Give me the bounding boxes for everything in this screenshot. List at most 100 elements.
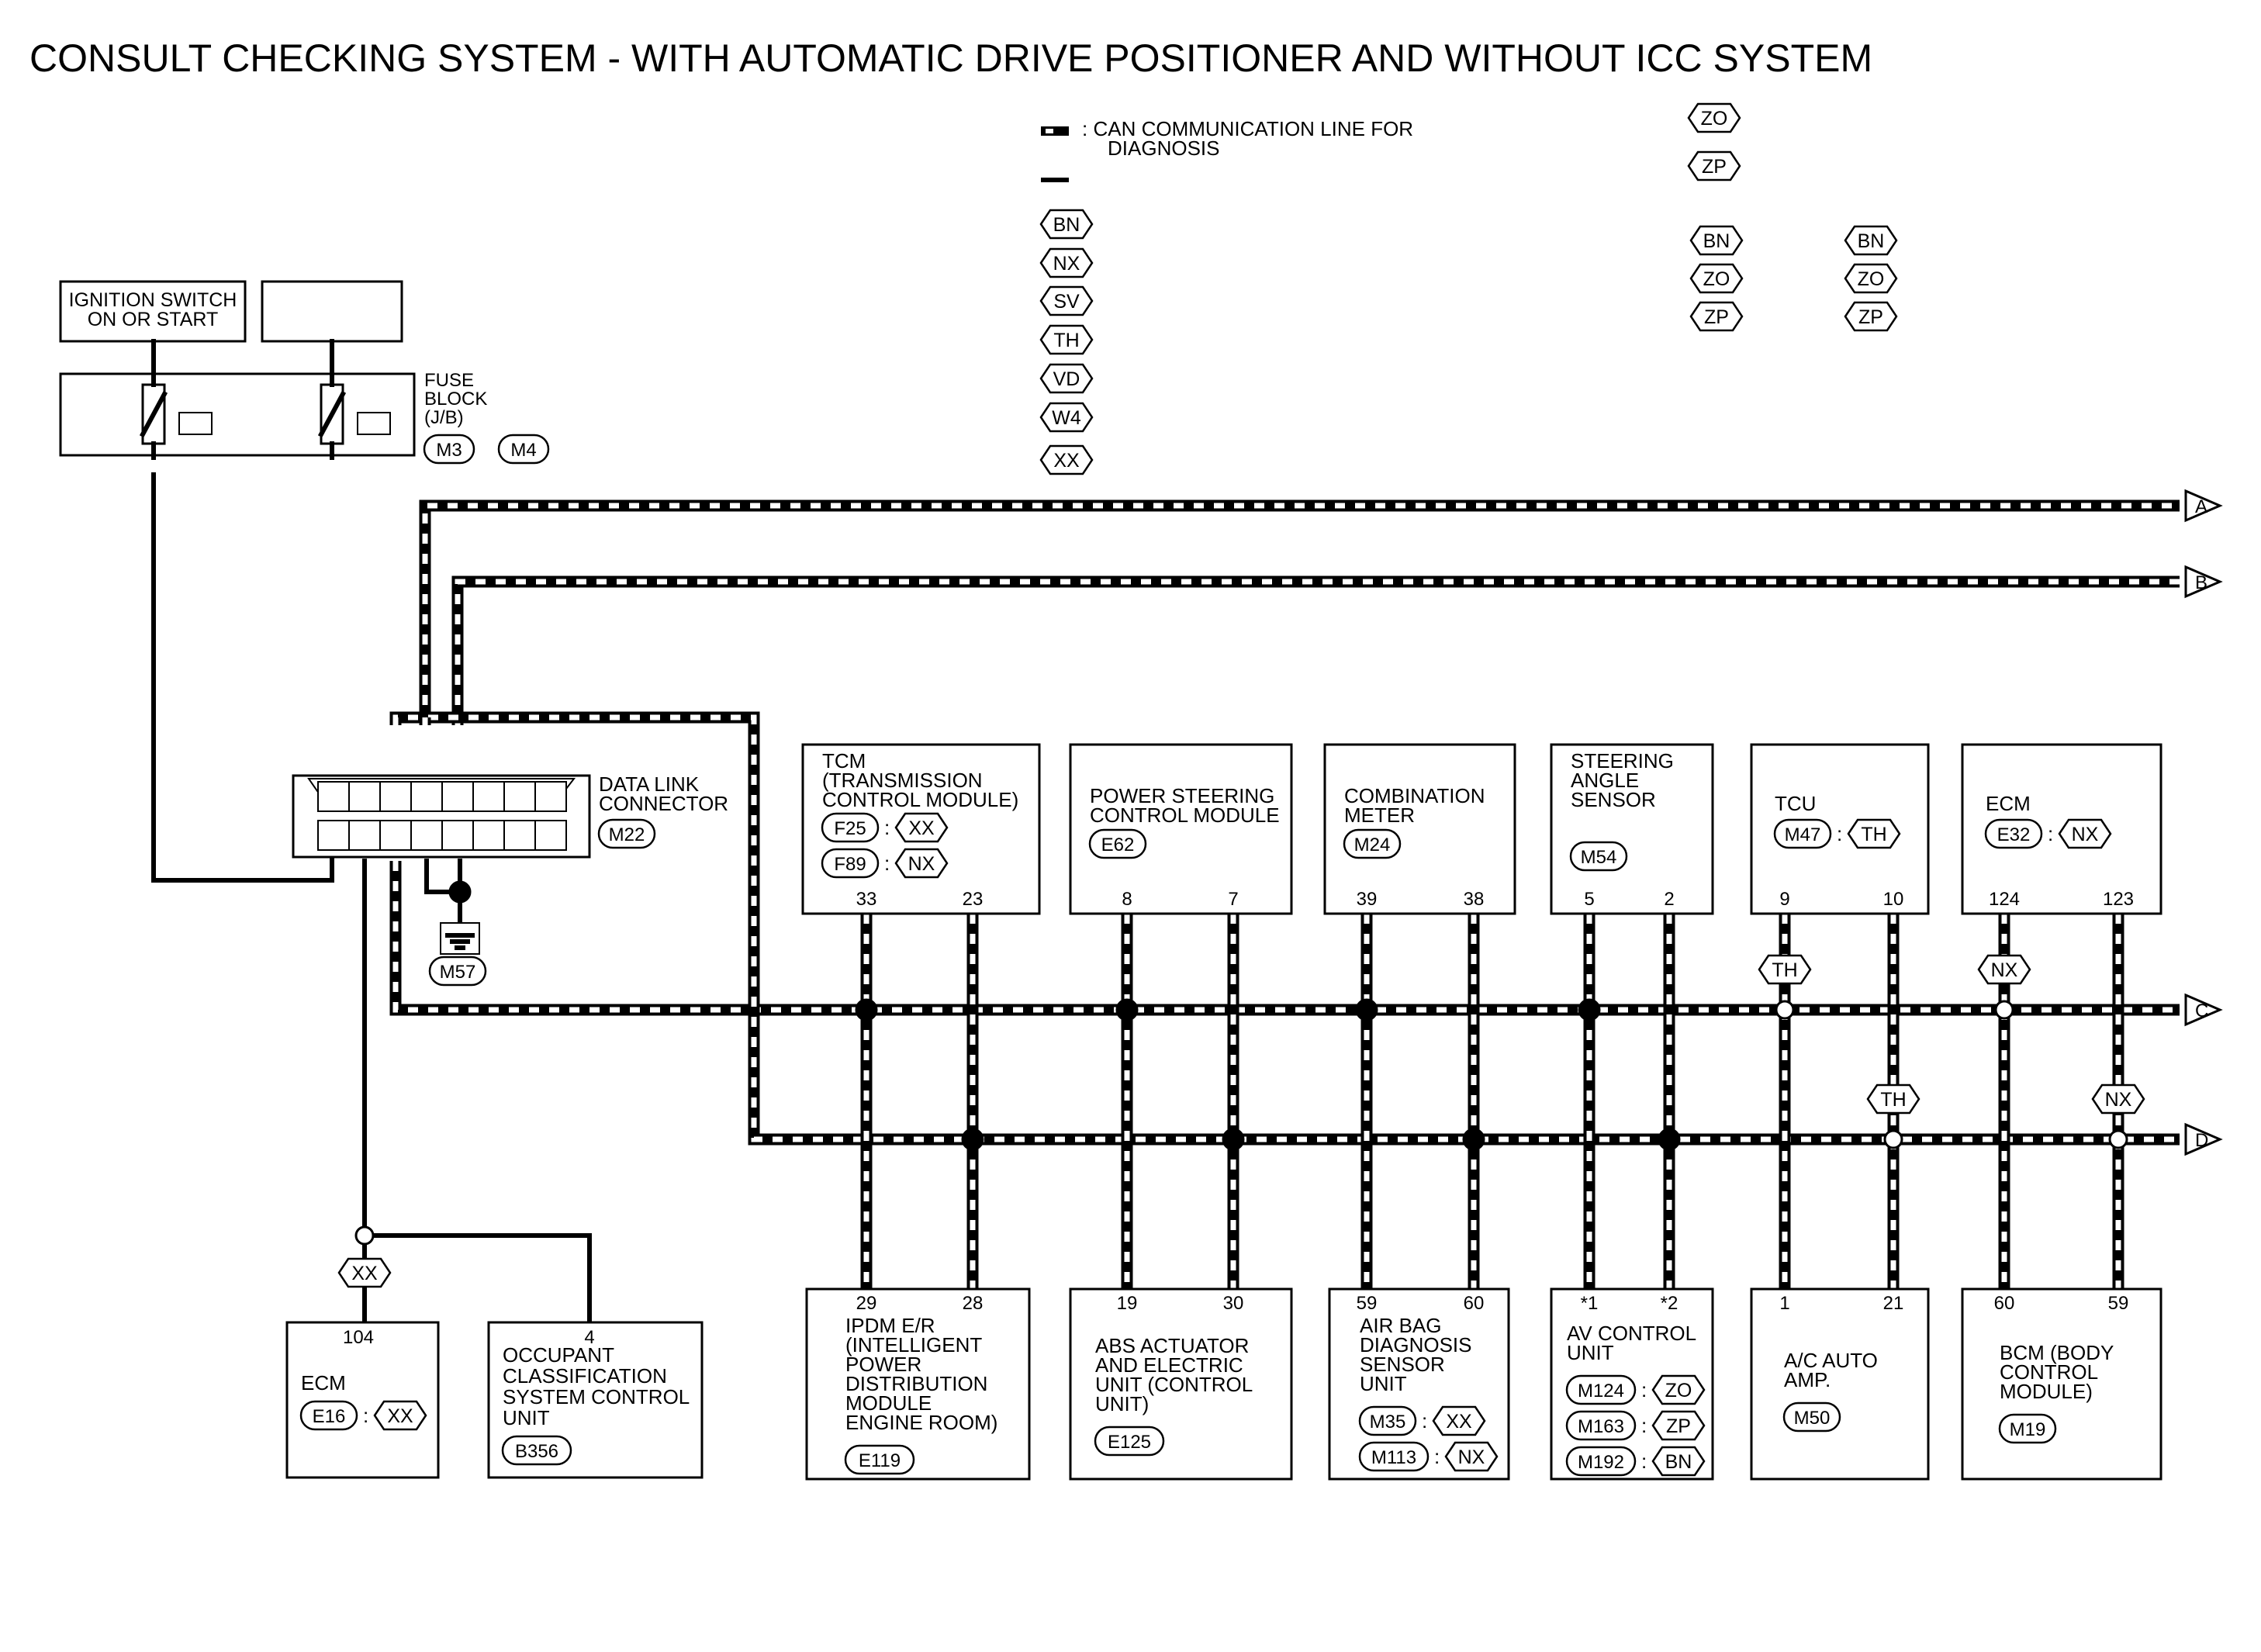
option-code-text: XX [387, 1405, 413, 1427]
module-box [805, 1287, 1031, 1481]
bus-label-text: D [2195, 1130, 2208, 1151]
zo-option-tag [1689, 263, 1744, 294]
bus-label-text: A [2195, 496, 2207, 517]
connector-id-text: M124 [1578, 1381, 1624, 1401]
option-code-text: ZP [1858, 306, 1883, 328]
option-code-text: BN [1858, 230, 1885, 252]
connector-id-text: M19 [2010, 1419, 2046, 1440]
w4-option-tag [1039, 402, 1094, 433]
separator-text: : [1641, 1450, 1647, 1473]
module-name-text: METER [1344, 804, 1415, 827]
connector-id-text: M22 [609, 824, 645, 845]
pin-number-text: 59 [2108, 1293, 2129, 1314]
dlc-label-text-2: CONNECTOR [599, 792, 728, 815]
th-option-tag [1847, 818, 1901, 849]
connector-id-text: E62 [1101, 835, 1135, 855]
connector-id-text: F25 [834, 818, 866, 839]
dlc-pin-cell [317, 781, 350, 812]
connector-tag [497, 434, 550, 465]
connector-tag [423, 434, 475, 465]
nx-option-tag [2058, 818, 2112, 849]
fuse-block-box [59, 372, 416, 457]
connector-tag [1773, 818, 1832, 849]
connector-tag [1565, 1374, 1637, 1405]
fuse-number-box [357, 412, 391, 435]
pin-number-text: 60 [1464, 1293, 1485, 1314]
option-code-text: NX [908, 853, 935, 875]
separator-text: : [2048, 822, 2053, 845]
can-line-b-dash [455, 579, 2180, 725]
bus-end-arrow [2184, 1122, 2223, 1156]
module-name-text: IPDM E/R [845, 1314, 935, 1337]
connector-id-text: F89 [834, 854, 866, 875]
connector-id-text: M54 [1581, 847, 1617, 868]
ddl2-legend-sample [1041, 178, 1069, 182]
connector-id-text: M3 [436, 440, 462, 461]
module-name-text: MODULE [845, 1391, 932, 1415]
module-name-text: TCM [822, 749, 866, 772]
can-legend-sample-gap [1046, 129, 1053, 133]
module-name-text: AND ELECTRIC [1095, 1353, 1243, 1377]
bus-label-text: C [2195, 1001, 2208, 1021]
components-layer: : CAN COMMUNICATION LINE FORDIAGNOSISBNN… [59, 102, 2223, 1481]
connector-tag [1984, 818, 2043, 849]
zp-option-tag [1844, 301, 1898, 332]
connector-id-text: E16 [313, 1406, 346, 1427]
option-code-text: NX [2105, 1089, 2132, 1111]
option-code-text: ZO [1858, 268, 1885, 290]
pin-number-text: *1 [1581, 1293, 1599, 1314]
module-name-text: AIR BAG [1360, 1314, 1441, 1337]
separator-text: : [1434, 1445, 1440, 1468]
pin-number-text: 104 [343, 1327, 374, 1348]
ddl2-occupant-wire [362, 1233, 592, 1325]
module-box [1323, 743, 1516, 915]
dlc-pin-cell [410, 820, 443, 851]
option-code-text: BN [1703, 230, 1730, 252]
zo-option-tag [1687, 102, 1741, 133]
module-name-text: COMBINATION [1344, 784, 1485, 807]
module-name-text: ANGLE [1571, 769, 1639, 792]
pin-number-text: 38 [1464, 889, 1485, 910]
pin-number-text: 23 [963, 889, 984, 910]
dlc-pin-cell [472, 781, 505, 812]
th-option-tag [1039, 324, 1094, 355]
option-code-text: XX [351, 1263, 378, 1284]
dlc-pin-cell [379, 781, 412, 812]
connector-tag [597, 818, 656, 849]
connector-tag [1088, 828, 1147, 859]
bn-option-tag [1039, 209, 1094, 240]
bus-end-arrow [2184, 993, 2223, 1027]
option-code-text: ZO [1665, 1380, 1692, 1401]
bus-d-junction-dot [1222, 1128, 1245, 1151]
bus-c-junction-dot [1115, 998, 1139, 1021]
bn-option-tag [1651, 1446, 1706, 1477]
xx-option-tag [373, 1400, 427, 1431]
connector-id-text: M57 [440, 962, 476, 983]
th-option-tag [1758, 954, 1812, 985]
dlc-pin-cell [410, 781, 443, 812]
option-code-text: TH [1861, 824, 1886, 845]
module-name-text: POWER [845, 1353, 921, 1376]
module-name-text: STEERING [1571, 749, 1674, 772]
connector-tag [1358, 1405, 1417, 1436]
separator-text: : [1837, 822, 1842, 845]
module-name-text: DISTRIBUTION [845, 1372, 987, 1395]
option-code-text: XX [1053, 450, 1080, 472]
dlc-pin-cell [472, 820, 505, 851]
connector-tag [1565, 1410, 1637, 1441]
fuse-number-box [178, 412, 213, 435]
dlc-pin-cell [503, 820, 536, 851]
connector-id-text: M47 [1785, 824, 1821, 845]
connector-tag [1565, 1446, 1637, 1477]
separator-text: : [1641, 1378, 1647, 1401]
option-code-text: SV [1053, 291, 1080, 313]
xx-option-tag [337, 1257, 392, 1288]
